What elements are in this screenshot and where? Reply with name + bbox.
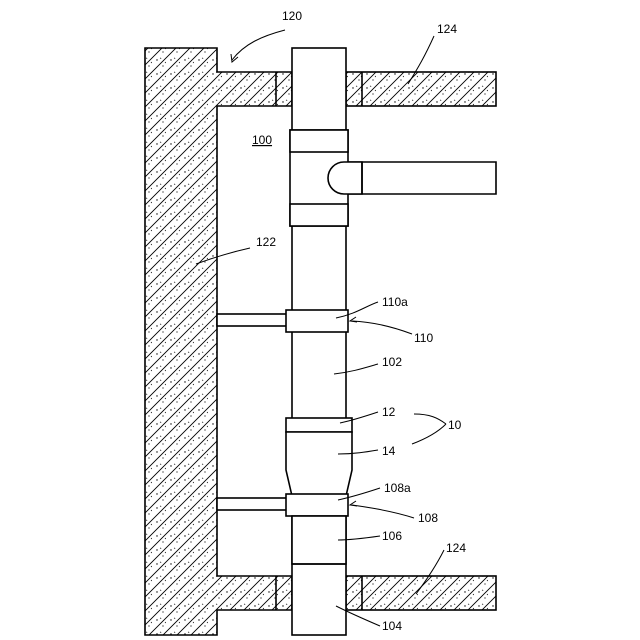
label-reducer: 14 (382, 444, 396, 458)
label-bottom-pipe: 104 (382, 619, 402, 633)
label-wall: 122 (256, 235, 276, 249)
pipe-joint (286, 418, 352, 496)
label-main-pipe: 102 (382, 355, 402, 369)
label-lower-slab: 124 (446, 541, 466, 555)
label-space: 100 (252, 133, 272, 147)
lower-pipe-section (292, 516, 346, 564)
label-coupling-ring: 12 (382, 405, 396, 419)
label-lower-bracket: 108 (418, 511, 438, 525)
lower-slab-concrete (346, 576, 496, 610)
upper-pipe-bracket (217, 310, 348, 332)
label-upper-slab: 124 (437, 22, 457, 36)
lower-pipe-bracket (217, 494, 348, 516)
label-building: 120 (282, 9, 302, 23)
label-upper-bracket: 110 (414, 331, 433, 345)
branch-pipe (328, 162, 496, 194)
label-joint: 10 (448, 418, 462, 432)
label-upper-bracket-band: 110a (382, 295, 408, 309)
label-lower-bracket-band: 108a (384, 481, 411, 495)
upper-slab-concrete (346, 72, 496, 106)
label-lower-pipe: 106 (382, 529, 402, 543)
